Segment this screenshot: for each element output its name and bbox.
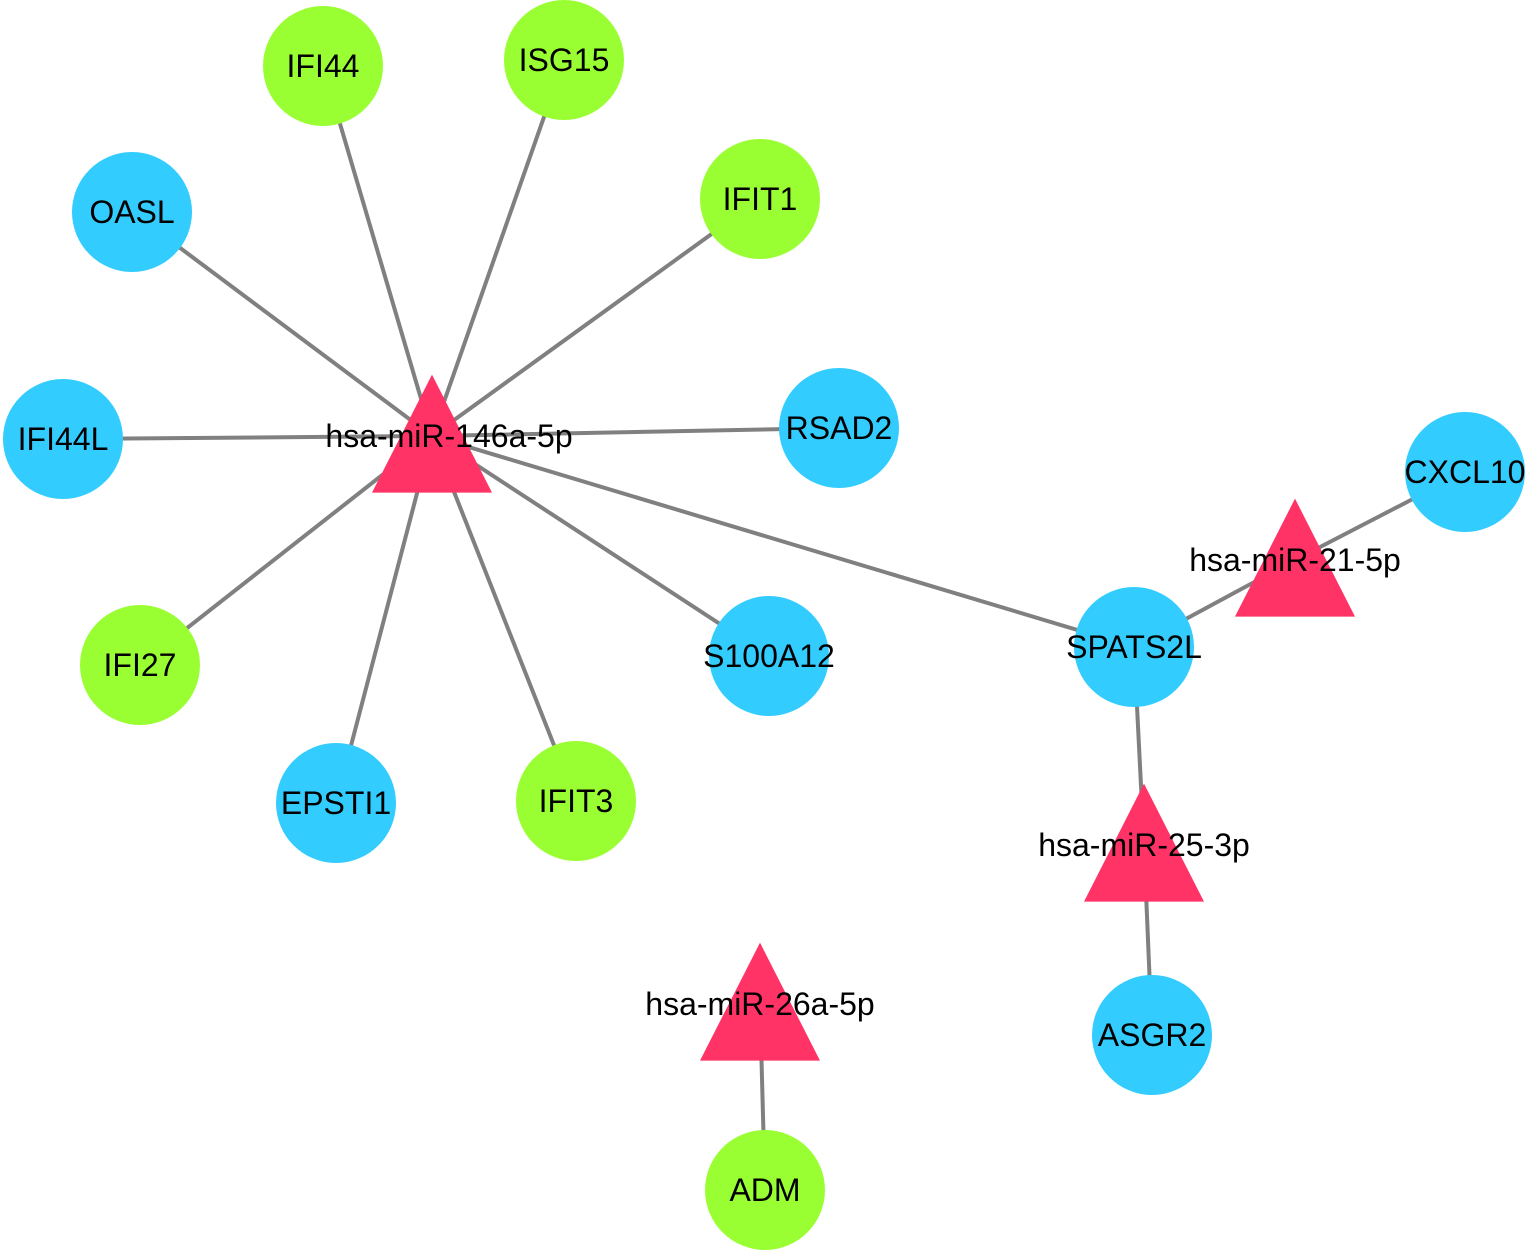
gene-label-ifi44: IFI44 [287, 48, 360, 84]
mirna-node-m26[interactable] [700, 942, 820, 1061]
gene-label-ifit1: IFIT1 [723, 181, 798, 217]
mirna-label-m26: hsa-miR-26a-5p [645, 986, 874, 1022]
edge-m146-IFIT3 [430, 435, 578, 802]
gene-label-epsti1: EPSTI1 [281, 785, 391, 821]
edge-m146-IFI44 [321, 65, 434, 437]
edge-m146-S100A12 [430, 434, 771, 658]
gene-label-ifi27: IFI27 [104, 647, 177, 683]
edge-m146-SPATS2L [431, 434, 1135, 649]
gene-label-oasl: OASL [89, 194, 174, 230]
mirna-label-m146: hsa-miR-146a-5p [325, 418, 572, 454]
gene-node-ifi27[interactable] [80, 605, 200, 725]
gene-label-asgr2: ASGR2 [1098, 1017, 1206, 1053]
gene-label-ifit3: IFIT3 [539, 783, 614, 819]
edge-m146-OASL [130, 210, 434, 438]
gene-node-asgr2[interactable] [1092, 975, 1212, 1095]
mirna-label-m21: hsa-miR-21-5p [1189, 542, 1401, 578]
edge-m146-IFIT1 [430, 197, 762, 438]
gene-label-ifi44l: IFI44L [18, 421, 109, 457]
gene-node-ifi44l[interactable] [3, 379, 123, 499]
gene-label-spats2l: SPATS2L [1066, 629, 1202, 665]
gene-node-cxcl10[interactable] [1405, 412, 1525, 532]
mirna-node-m25[interactable] [1084, 783, 1204, 902]
gene-node-spats2l[interactable] [1074, 587, 1194, 707]
gene-node-ifit1[interactable] [700, 139, 820, 259]
gene-node-adm[interactable] [705, 1130, 825, 1250]
gene-label-s100a12: S100A12 [703, 638, 835, 674]
edge-m146-EPSTI1 [334, 435, 434, 804]
mirna-label-m25: hsa-miR-25-3p [1038, 827, 1250, 863]
edge-m146-ISG15 [430, 59, 566, 437]
mirna-node-m21[interactable] [1235, 498, 1355, 617]
gene-node-s100a12[interactable] [709, 596, 829, 716]
edge-m146-RSAD2 [431, 426, 840, 438]
edge-m146-IFI44L [62, 434, 433, 441]
gene-label-isg15: ISG15 [519, 42, 610, 78]
gene-node-oasl[interactable] [72, 152, 192, 272]
gene-label-cxcl10: CXCL10 [1405, 454, 1526, 490]
mirna-node-m146[interactable] [372, 374, 492, 493]
gene-node-rsad2[interactable] [779, 368, 899, 488]
gene-node-ifit3[interactable] [516, 741, 636, 861]
gene-node-isg15[interactable] [504, 0, 624, 120]
gene-node-ifi44[interactable] [263, 6, 383, 126]
nodes-layer [3, 0, 1525, 1250]
gene-label-adm: ADM [729, 1172, 800, 1208]
gene-node-epsti1[interactable] [276, 743, 396, 863]
gene-label-rsad2: RSAD2 [786, 410, 893, 446]
